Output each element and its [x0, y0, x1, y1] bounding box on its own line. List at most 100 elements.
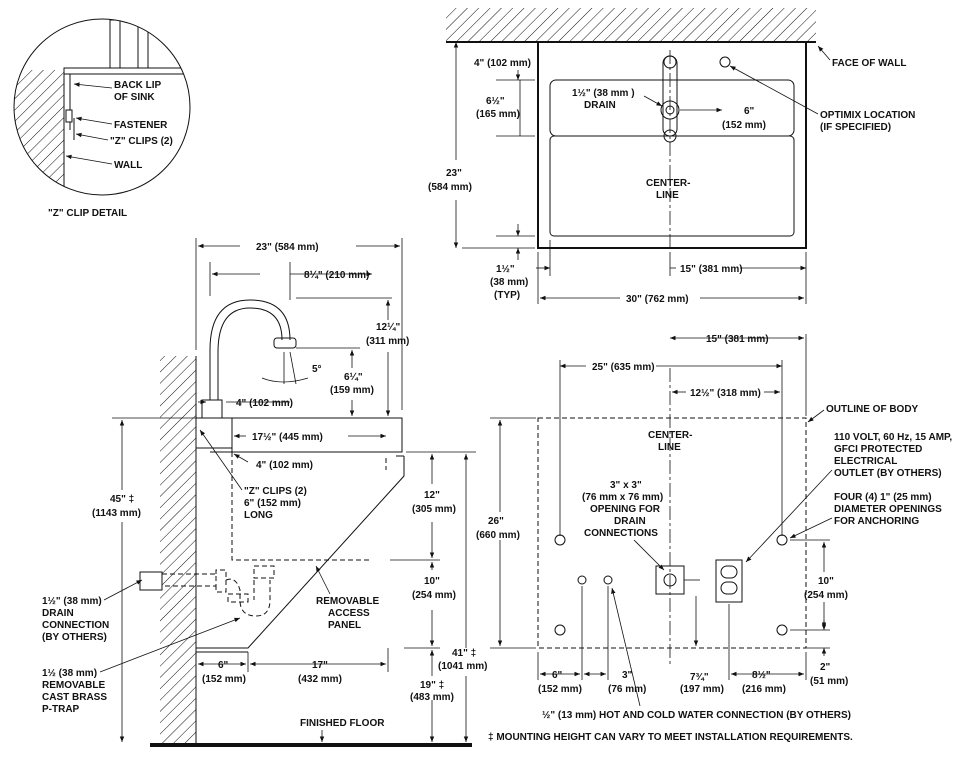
zclip-title: "Z" CLIP DETAIL: [48, 208, 127, 219]
side-d45: 45" ‡: [110, 494, 134, 505]
svg-text:FOR ANCHORING: FOR ANCHORING: [834, 516, 919, 527]
svg-text:CONNECTIONS: CONNECTIONS: [584, 528, 658, 539]
svg-text:CAST BRASS: CAST BRASS: [42, 692, 107, 703]
side-ptrap: 1½ (38 mm): [42, 668, 97, 679]
svg-text:BACK LIP: BACK LIP: [114, 80, 162, 91]
water-hole: [603, 575, 613, 585]
svg-text:(76 mm x 76 mm): (76 mm x 76 mm): [582, 492, 663, 503]
top-d30: 30" (762 mm): [626, 294, 689, 305]
svg-text:(254 mm): (254 mm): [804, 590, 848, 601]
svg-text:DRAIN: DRAIN: [42, 608, 74, 619]
top-d65: 6½": [486, 96, 505, 107]
side-view: FINISHED FLOOR 23" (584 mm) 8¼" (210: [42, 238, 487, 747]
side-d175: 17½" (445 mm): [252, 432, 323, 443]
svg-text:LINE: LINE: [658, 442, 681, 453]
front-centerline: CENTER-: [648, 430, 692, 441]
front-d125: 12½" (318 mm): [690, 388, 761, 399]
svg-text:WALL: WALL: [114, 160, 142, 171]
svg-text:(152 mm): (152 mm): [202, 674, 246, 685]
side-zclips: "Z" CLIPS (2): [244, 486, 307, 497]
top-d23: 23": [446, 168, 462, 179]
svg-text:OPENING FOR: OPENING FOR: [590, 504, 661, 515]
svg-text:(165 mm): (165 mm): [476, 109, 520, 120]
top-centerline: CENTER-: [646, 178, 690, 189]
svg-text:(51 mm): (51 mm): [810, 676, 848, 687]
side-panel: REMOVABLE: [316, 596, 379, 607]
front-d26: 26": [488, 516, 504, 527]
svg-text:OF SINK: OF SINK: [114, 92, 155, 103]
optimix-label: OPTIMIX LOCATION: [820, 110, 915, 121]
svg-text:ELECTRICAL: ELECTRICAL: [834, 456, 897, 467]
anchor-hole: [554, 534, 566, 546]
svg-text:ACCESS: ACCESS: [328, 608, 370, 619]
top-d15: 1½": [496, 264, 515, 275]
svg-text:(311 mm): (311 mm): [366, 336, 409, 347]
front-d3: 3": [622, 670, 633, 681]
svg-text:(76 mm): (76 mm): [608, 684, 646, 695]
side-d625: 6¼": [344, 372, 363, 383]
side-d23: 23" (584 mm): [256, 242, 319, 253]
zclip-detail: BACK LIP OF SINK FASTENER "Z" CLIPS (2) …: [13, 18, 191, 219]
svg-text:P-TRAP: P-TRAP: [42, 704, 80, 715]
svg-text:PANEL: PANEL: [328, 620, 361, 631]
svg-text:(584 mm): (584 mm): [428, 182, 472, 193]
svg-text:(1041 mm): (1041 mm): [438, 661, 487, 672]
anchor-hole: [776, 624, 788, 636]
front-d2: 2": [820, 662, 831, 673]
front-d775: 7¾": [690, 672, 709, 683]
svg-text:(1143 mm): (1143 mm): [92, 508, 141, 519]
front-note: ‡ MOUNTING HEIGHT CAN VARY TO MEET INSTA…: [488, 732, 853, 743]
svg-text:CONNECTION: CONNECTION: [42, 620, 109, 631]
svg-text:(TYP): (TYP): [494, 290, 520, 301]
svg-text:"Z" CLIPS (2): "Z" CLIPS (2): [110, 136, 173, 147]
front-d25: 25" (635 mm): [592, 362, 655, 373]
side-d6: 6": [218, 660, 229, 671]
svg-text:(38 mm): (38 mm): [490, 277, 528, 288]
side-d12: 12": [424, 490, 440, 501]
front-water: ½" (13 mm) HOT AND COLD WATER CONNECTION…: [542, 710, 851, 721]
side-d10: 10": [424, 576, 440, 587]
svg-text:(159 mm): (159 mm): [330, 385, 374, 396]
top-d15in: 15" (381 mm): [680, 264, 743, 275]
face-of-wall-label: FACE OF WALL: [832, 58, 906, 69]
top-d4: 4" (102 mm): [474, 58, 531, 69]
front-anchors: FOUR (4) 1" (25 mm): [834, 492, 932, 503]
svg-text:LONG: LONG: [244, 510, 273, 521]
svg-text:OUTLET (BY OTHERS): OUTLET (BY OTHERS): [834, 468, 942, 479]
water-hole: [577, 575, 587, 585]
front-outlet: 110 VOLT, 60 Hz, 15 AMP,: [834, 432, 952, 443]
svg-text:(432 mm): (432 mm): [298, 674, 342, 685]
front-d15: 15" (381 mm): [706, 334, 769, 345]
side-d4lip: 4" (102 mm): [256, 460, 313, 471]
svg-text:(152 mm): (152 mm): [538, 684, 582, 695]
side-drain-conn: 1½" (38 mm): [42, 596, 102, 607]
zclip-back-lip-label: BACK LIP OF SINK: [73, 80, 162, 103]
svg-text:(197 mm): (197 mm): [680, 684, 724, 695]
svg-text:(BY OTHERS): (BY OTHERS): [42, 632, 107, 643]
anchor-hole: [554, 624, 566, 636]
front-d85: 8½": [752, 670, 771, 681]
svg-text:(152 mm): (152 mm): [722, 120, 766, 131]
svg-text:LINE: LINE: [656, 190, 679, 201]
svg-text:(305 mm): (305 mm): [412, 504, 456, 515]
front-view: OUTLINE OF BODY 15" (381 mm) 25" (635 mm…: [476, 334, 952, 743]
outlet-icon: [715, 559, 743, 603]
top-view: FACE OF WALL OPTIMIX LOCATION (IF SPECIF…: [428, 8, 915, 305]
side-d4spout: 4" (102 mm): [236, 398, 293, 409]
svg-text:6" (152 mm): 6" (152 mm): [244, 498, 301, 509]
side-d825: 8¼" (210 mm): [304, 270, 369, 281]
svg-text:DRAIN: DRAIN: [584, 100, 616, 111]
outline-label: OUTLINE OF BODY: [826, 404, 919, 415]
svg-text:FASTENER: FASTENER: [114, 120, 168, 131]
side-d1225: 12¼": [376, 322, 400, 333]
svg-text:(216 mm): (216 mm): [742, 684, 786, 695]
side-d17: 17": [312, 660, 328, 671]
zclip-clips-label: "Z" CLIPS (2): [75, 132, 173, 147]
front-opening: 3" x 3": [610, 480, 642, 491]
anchor-hole: [776, 534, 788, 546]
svg-text:DIAMETER OPENINGS: DIAMETER OPENINGS: [834, 504, 942, 515]
svg-text:GFCI PROTECTED: GFCI PROTECTED: [834, 444, 922, 455]
svg-text:(483 mm): (483 mm): [410, 692, 454, 703]
